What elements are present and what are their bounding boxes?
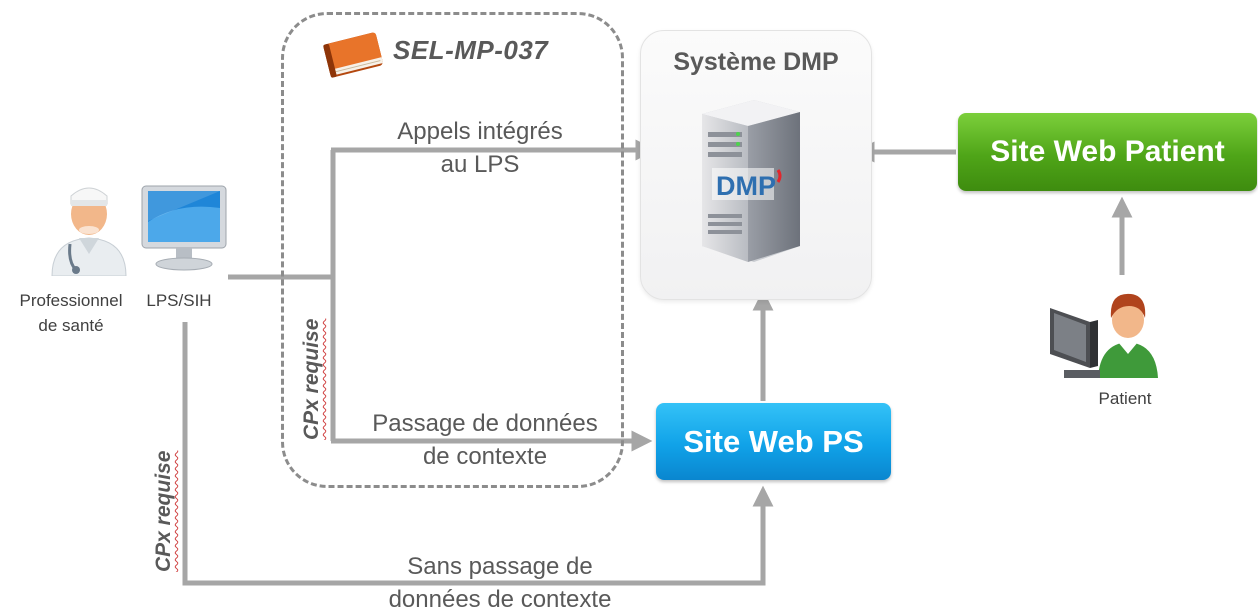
dmp-system-title: Système DMP [673, 48, 839, 76]
book-icon [323, 32, 384, 78]
sel-title: SEL-MP-037 [393, 35, 549, 65]
professionnel-line1: Professionnel [19, 291, 123, 310]
patient-label: Patient [1098, 389, 1152, 408]
professionnel-label: Professionnel de santé [2, 288, 140, 338]
appels-integres-label: Appels intégrés au LPS [360, 115, 600, 181]
passage-line2: de contexte [422, 443, 548, 470]
sans-passage-path [182, 322, 774, 586]
appels-line2: au LPS [440, 151, 520, 178]
doctor-icon [51, 187, 127, 276]
monitor-icon [141, 185, 227, 271]
passage-line1: Passage de données [372, 410, 598, 437]
patient-computer-icon [1050, 293, 1158, 378]
sans-line2: données de contexte [388, 586, 612, 613]
cpx-requise-label-direct: CPx requise [152, 450, 175, 572]
lps-sih-label: LPS/SIH [146, 291, 212, 310]
sel-region [281, 12, 624, 488]
passage-donnees-label: Passage de données de contexte [345, 407, 625, 473]
appels-line1: Appels intégrés [397, 118, 563, 145]
server-icon: DMP [702, 100, 800, 262]
sans-passage-label: Sans passage de données de contexte [340, 550, 660, 616]
site-web-patient-box: Site Web Patient [958, 113, 1257, 191]
sans-line1: Sans passage de [407, 553, 593, 580]
cpx-requise-label-sel: CPx requise [300, 318, 323, 440]
site-web-ps-box: Site Web PS [656, 403, 891, 480]
professionnel-line2: de santé [38, 316, 104, 335]
dmp-logo-text: DMP [716, 171, 776, 201]
